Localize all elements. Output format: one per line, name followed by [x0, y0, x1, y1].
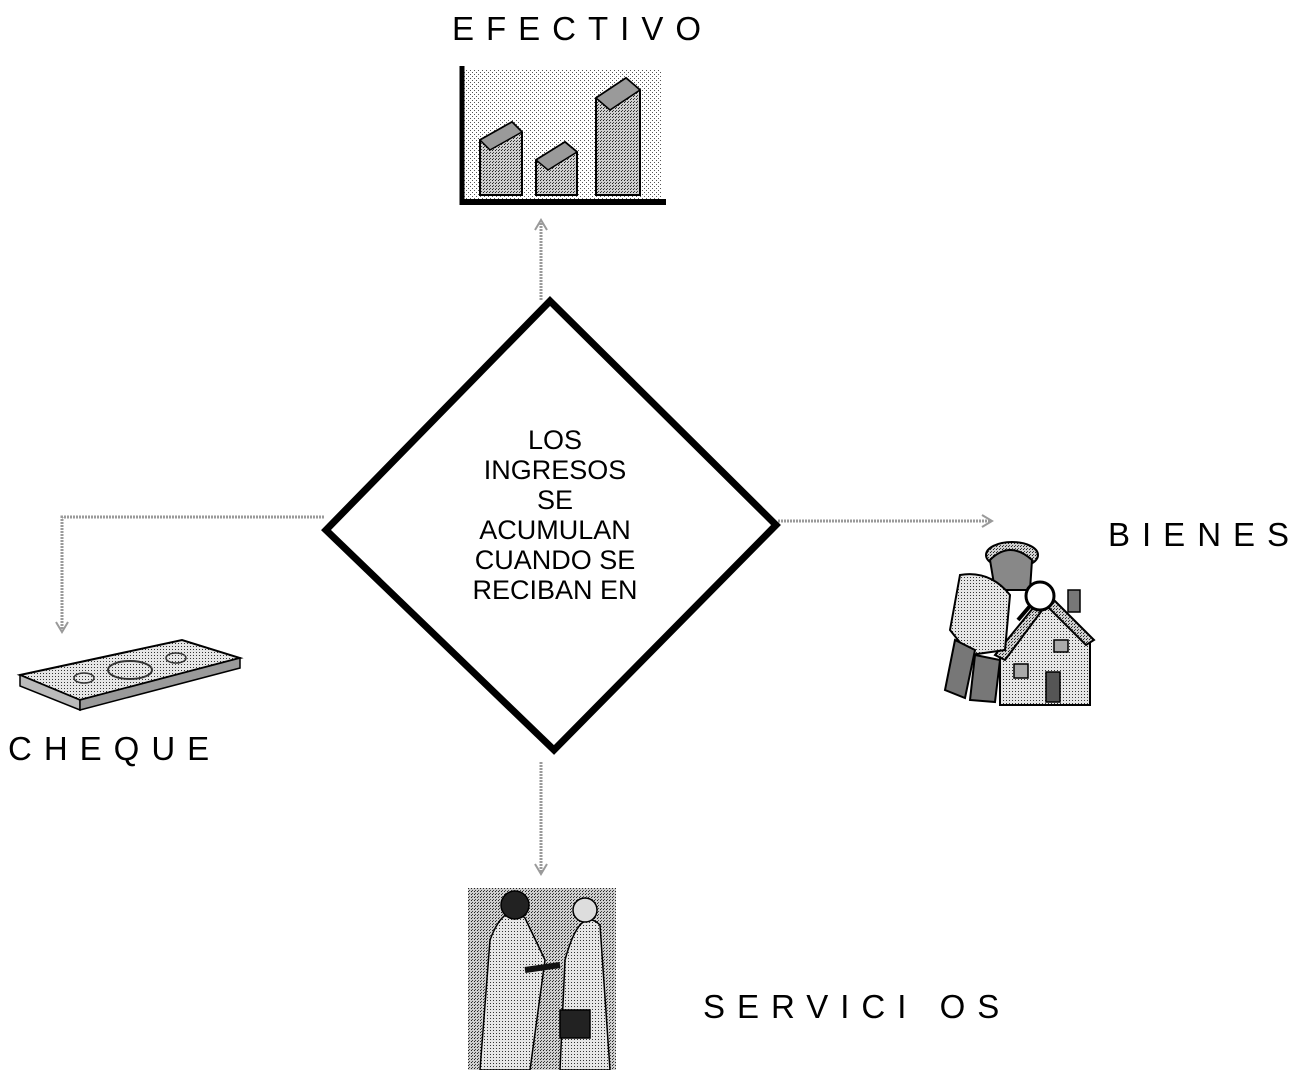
businesspeople-handshake-icon: [468, 888, 616, 1070]
label-efectivo: EFECTIVO: [452, 10, 714, 47]
label-bienes: BIENES: [1108, 516, 1302, 553]
decision-text-line: RECIBAN EN: [472, 575, 638, 605]
decision-text-line: INGRESOS: [483, 455, 627, 485]
connector-down: [534, 762, 548, 876]
decision-text-line: SE: [536, 485, 574, 515]
connector-left: [55, 515, 324, 634]
decision-text: LOS INGRESOS SE ACUMULAN CUANDO SE RECIB…: [440, 425, 670, 605]
connector-up: [534, 218, 548, 300]
label-cheque: CHEQUE: [8, 730, 222, 767]
money-stack-bar-chart-icon: [459, 66, 666, 205]
cheque-bundle-icon: [16, 638, 244, 712]
detective-house-icon: [943, 541, 1096, 706]
connector-right: [778, 514, 994, 528]
label-servicios: SERVICI OS: [703, 988, 1012, 1025]
decision-text-line: LOS: [527, 425, 583, 455]
decision-diamond: [321, 296, 781, 755]
decision-text-line: ACUMULAN: [479, 515, 631, 545]
decision-text-line: CUANDO SE: [474, 545, 636, 575]
